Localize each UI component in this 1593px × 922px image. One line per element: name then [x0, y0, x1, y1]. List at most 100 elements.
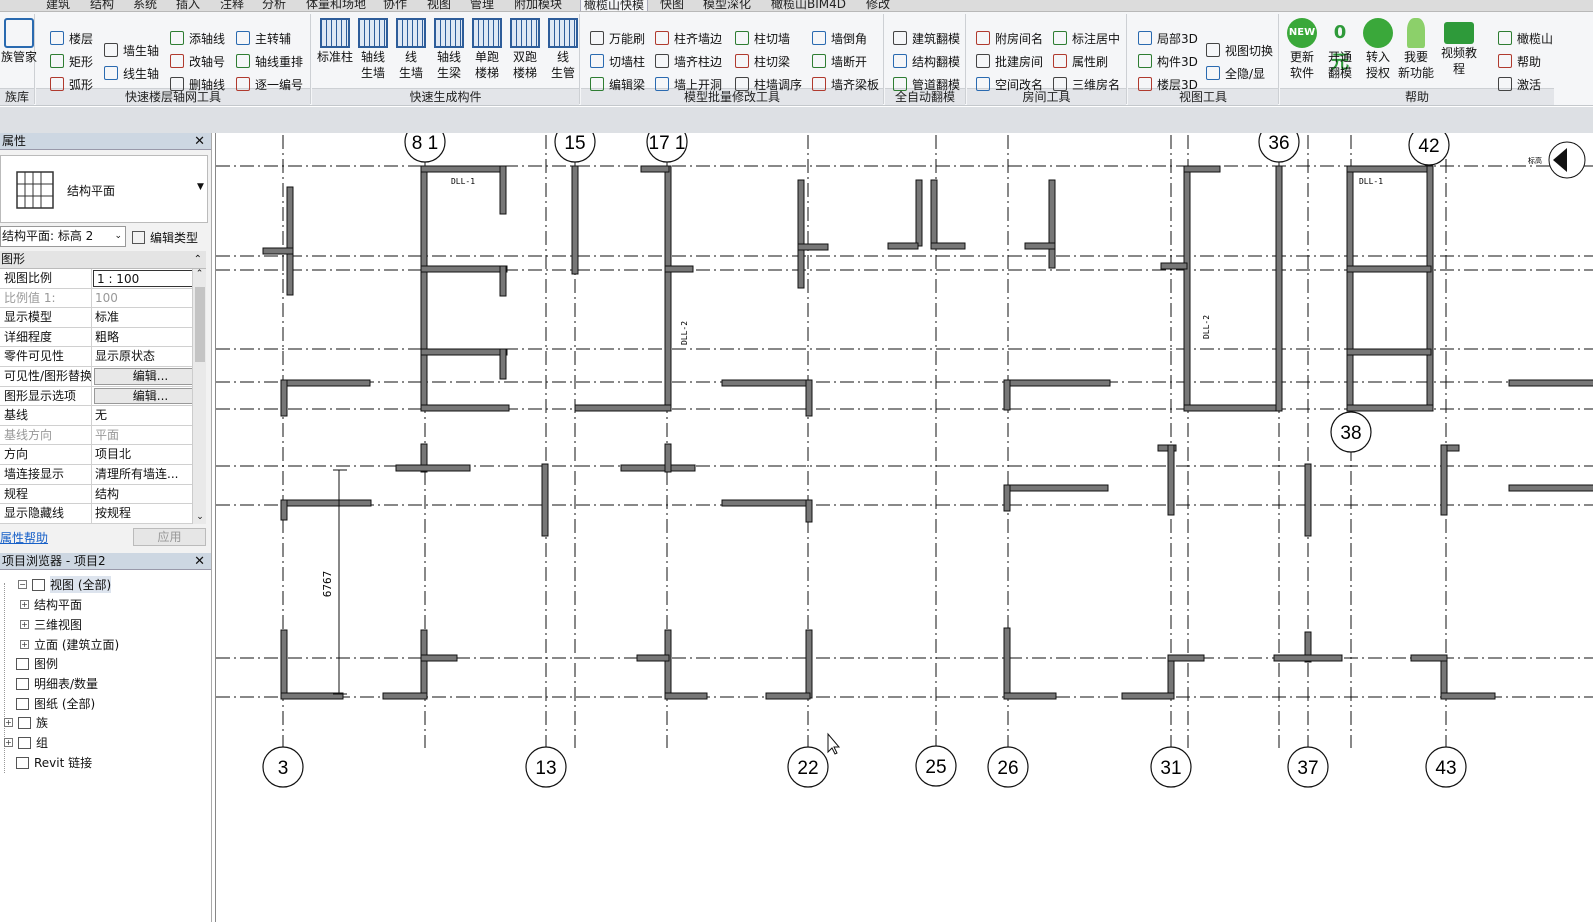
- wall-segment[interactable]: [382, 692, 428, 700]
- panel-title-5[interactable]: 全自动翻模: [885, 88, 965, 105]
- tree-item[interactable]: 图纸 (全部): [16, 695, 95, 712]
- grid-bubble[interactable]: 17 1: [646, 133, 688, 163]
- tab-6[interactable]: 分析: [262, 0, 287, 11]
- ribbon-btn-rectangle[interactable]: 矩形: [50, 51, 93, 71]
- wall-segment[interactable]: [1183, 165, 1221, 173]
- ribbon-btn-column-cut-wall[interactable]: 柱切墙: [735, 28, 790, 48]
- property-row[interactable]: 比例值 1:100: [0, 288, 206, 309]
- ribbon-btn-center-tag[interactable]: 标注居中: [1053, 28, 1120, 48]
- wall-segment[interactable]: [499, 165, 507, 215]
- wall-segment[interactable]: [1024, 242, 1056, 250]
- tree-item[interactable]: +结构平面: [20, 596, 82, 613]
- wall-segment[interactable]: [1440, 444, 1448, 516]
- tree-item[interactable]: +族: [4, 714, 48, 731]
- property-row[interactable]: 可见性/图形替换编辑...: [0, 366, 206, 387]
- property-row[interactable]: 显示模型标准: [0, 308, 206, 328]
- grid-bubble[interactable]: 22: [787, 746, 829, 788]
- ribbon-btn-struct-convert[interactable]: 结构翻模: [893, 51, 960, 71]
- wall-segment[interactable]: [262, 247, 294, 255]
- tab-5[interactable]: 注释: [220, 0, 245, 11]
- wall-segment[interactable]: [805, 629, 813, 699]
- wall-segment[interactable]: [1426, 165, 1434, 412]
- wall-segment[interactable]: [636, 654, 670, 662]
- expand-icon[interactable]: +: [4, 738, 13, 747]
- ribbon-big-hand[interactable]: 我要新功能: [1397, 18, 1435, 81]
- wall-segment[interactable]: [887, 242, 919, 250]
- scroll-thumb[interactable]: [195, 287, 205, 362]
- property-scrollbar[interactable]: ⌃ ⌄: [192, 269, 206, 524]
- expand-icon[interactable]: +: [20, 600, 29, 609]
- ribbon-btn-wall-opening[interactable]: 墙上开洞: [655, 74, 722, 94]
- ribbon-big-double-stair[interactable]: 双跑楼梯: [506, 18, 544, 81]
- property-value[interactable]: 无: [95, 408, 108, 423]
- tree-item[interactable]: +组: [4, 734, 48, 751]
- ribbon-big-transfer-license[interactable]: 转入授权: [1359, 18, 1397, 81]
- ribbon-btn-element-3d[interactable]: 构件3D: [1138, 51, 1198, 71]
- ribbon-btn-3d-room-name[interactable]: 三维房名: [1053, 74, 1120, 94]
- wall-segment[interactable]: [420, 654, 458, 662]
- property-value[interactable]: 粗略: [95, 329, 120, 344]
- grid-bubble[interactable]: 36: [1258, 133, 1300, 163]
- grid-bubble[interactable]: 13: [525, 746, 567, 788]
- ribbon-big-zero-yuan[interactable]: 0元开通翻模: [1321, 18, 1359, 81]
- wall-segment[interactable]: [1346, 165, 1354, 412]
- wall-segment[interactable]: [1273, 654, 1343, 662]
- property-row[interactable]: 基线方向平面: [0, 425, 206, 446]
- tree-item[interactable]: +三维视图: [20, 616, 82, 633]
- type-selector[interactable]: 结构平面 ▼: [0, 155, 208, 223]
- wall-segment[interactable]: [1346, 348, 1432, 356]
- wall-segment[interactable]: [1003, 484, 1109, 492]
- wall-segment[interactable]: [805, 499, 813, 523]
- panel-title-2[interactable]: 快速楼层轴网工具: [36, 88, 310, 105]
- wall-segment[interactable]: [1003, 627, 1011, 699]
- ribbon-btn-property-brush[interactable]: 属性刷: [1053, 51, 1108, 71]
- ribbon-btn-column-wall-order[interactable]: 柱墙调序: [735, 74, 802, 94]
- expand-icon[interactable]: +: [20, 640, 29, 649]
- tab-13[interactable]: 快图: [660, 0, 685, 11]
- wall-segment[interactable]: [640, 165, 670, 173]
- wall-segment[interactable]: [1508, 379, 1593, 387]
- wall-segment[interactable]: [1346, 404, 1434, 412]
- ribbon-btn-local-3d[interactable]: 局部3D: [1138, 28, 1198, 48]
- wall-segment[interactable]: [1183, 404, 1283, 412]
- property-value[interactable]: 清理所有墙连...: [95, 466, 179, 481]
- ribbon-btn-wall-align-column[interactable]: 墙齐柱边: [655, 51, 722, 71]
- wall-segment[interactable]: [1304, 631, 1312, 663]
- grid-bubble[interactable]: 8 1: [404, 133, 446, 163]
- wall-segment[interactable]: [930, 179, 938, 247]
- wall-segment[interactable]: [664, 165, 672, 412]
- wall-segment[interactable]: [499, 348, 507, 380]
- wall-segment[interactable]: [280, 629, 288, 699]
- tree-item[interactable]: Revit 链接: [16, 754, 92, 771]
- tab-4[interactable]: 插入: [176, 0, 201, 11]
- wall-segment[interactable]: [499, 265, 507, 297]
- wall-segment[interactable]: [1003, 379, 1111, 387]
- ribbon-btn-edit-beam[interactable]: 编辑梁: [590, 74, 645, 94]
- elevation-marker[interactable]: 标高: [1528, 141, 1586, 179]
- property-row[interactable]: 墙连接显示清理所有墙连...: [0, 464, 206, 485]
- wall-segment[interactable]: [1275, 165, 1283, 412]
- ribbon-btn-olive-mountain[interactable]: 橄榄山: [1498, 28, 1553, 48]
- grid-bubble[interactable]: 31: [1150, 746, 1192, 788]
- scroll-down-icon[interactable]: ⌄: [196, 512, 204, 522]
- wall-segment[interactable]: [280, 499, 372, 507]
- apply-button[interactable]: 应用: [133, 528, 206, 546]
- property-row[interactable]: 显示隐藏线按规程: [0, 504, 206, 524]
- ribbon-btn-add-axis[interactable]: 添轴线: [170, 28, 225, 48]
- ribbon-btn-number-one-by-one[interactable]: 逐一编号: [236, 74, 303, 94]
- ribbon-btn-attach-room-name[interactable]: 附房间名: [976, 28, 1043, 48]
- property-row[interactable]: 零件可见性显示原状态: [0, 347, 206, 367]
- grid-bubble[interactable]: 42: [1408, 133, 1450, 166]
- property-row[interactable]: 详细程度粗略: [0, 327, 206, 348]
- wall-segment[interactable]: [1346, 165, 1432, 173]
- wall-segment[interactable]: [915, 179, 923, 247]
- property-row[interactable]: 图形显示选项编辑...: [0, 386, 206, 407]
- ribbon-btn-line-to-axis[interactable]: 线生轴: [104, 63, 159, 83]
- tab-11[interactable]: 附加模块: [514, 0, 563, 11]
- ribbon-big-video[interactable]: 视频教程: [1440, 18, 1478, 77]
- wall-segment[interactable]: [664, 629, 672, 699]
- wall-segment[interactable]: [1440, 692, 1496, 700]
- tab-9[interactable]: 视图: [427, 0, 452, 11]
